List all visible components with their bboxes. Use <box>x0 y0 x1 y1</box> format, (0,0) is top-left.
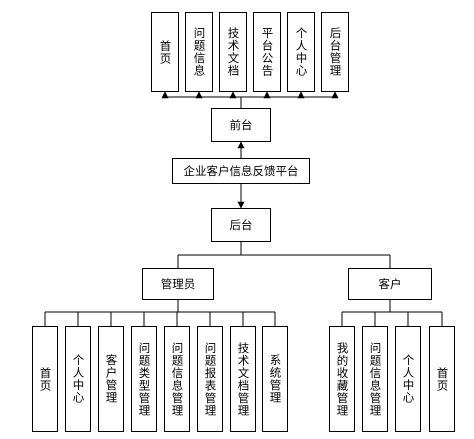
customer-module-2: 问题信息管理 <box>362 326 388 432</box>
customer-node: 客户 <box>348 268 432 300</box>
front-node: 前台 <box>211 108 271 142</box>
front-module-5: 个人中心 <box>287 12 315 92</box>
admin-module-6: 问题报表管理 <box>197 326 223 432</box>
admin-module-4: 问题类型管理 <box>131 326 157 432</box>
admin-node: 管理员 <box>142 268 214 300</box>
customer-module-4: 首页 <box>429 326 455 432</box>
front-module-3: 技术文档 <box>219 12 247 92</box>
root-node: 企业客户信息反馈平台 <box>172 158 310 184</box>
front-module-6: 后台管理 <box>321 12 349 92</box>
front-module-2: 问题信息 <box>185 12 213 92</box>
admin-module-5: 问题信息管理 <box>164 326 190 432</box>
front-module-1: 首页 <box>151 12 179 92</box>
admin-module-7: 技术文档管理 <box>230 326 256 432</box>
admin-module-1: 首页 <box>32 326 58 432</box>
customer-module-3: 个人中心 <box>395 326 421 432</box>
admin-module-3: 客户管理 <box>98 326 124 432</box>
admin-module-8: 系统管理 <box>262 326 288 432</box>
admin-module-2: 个人中心 <box>65 326 91 432</box>
front-module-4: 平台公告 <box>253 12 281 92</box>
back-node: 后台 <box>211 208 271 242</box>
customer-module-1: 我的收藏管理 <box>329 326 355 432</box>
